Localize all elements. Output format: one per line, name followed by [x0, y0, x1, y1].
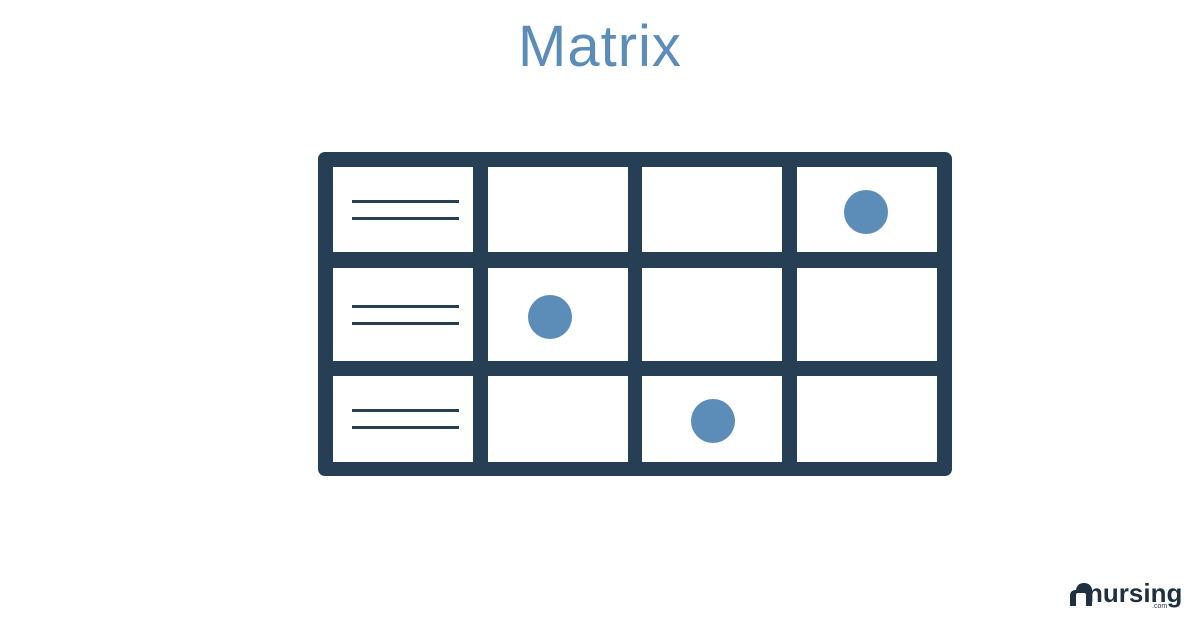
text-lines-icon	[352, 322, 459, 325]
matrix-cell	[642, 268, 782, 361]
logo-wordmark: nursing	[1087, 578, 1183, 608]
page-title: Matrix	[518, 14, 682, 79]
matrix-cell	[797, 167, 937, 252]
matrix-cell	[642, 167, 782, 252]
filled-circle-icon	[691, 399, 735, 443]
matrix-cell	[797, 376, 937, 462]
text-lines-icon	[352, 409, 459, 412]
matrix-cell	[488, 167, 628, 252]
logo-domain-suffix: .com	[1152, 603, 1168, 610]
matrix-cell	[797, 268, 937, 361]
matrix-diagram	[318, 152, 952, 476]
text-lines-icon	[352, 200, 459, 203]
matrix-cell	[333, 268, 473, 361]
matrix-cell	[488, 376, 628, 462]
text-lines-icon	[352, 217, 459, 220]
text-lines-icon	[352, 305, 459, 308]
matrix-cell	[642, 376, 782, 462]
matrix-cell	[333, 376, 473, 462]
matrix-cell	[488, 268, 628, 361]
text-lines-icon	[352, 426, 459, 429]
matrix-cell	[333, 167, 473, 252]
cloud-n-icon	[1070, 583, 1092, 606]
filled-circle-icon	[844, 190, 888, 234]
brand-logo: nursing .com	[1068, 578, 1182, 621]
filled-circle-icon	[528, 295, 572, 339]
